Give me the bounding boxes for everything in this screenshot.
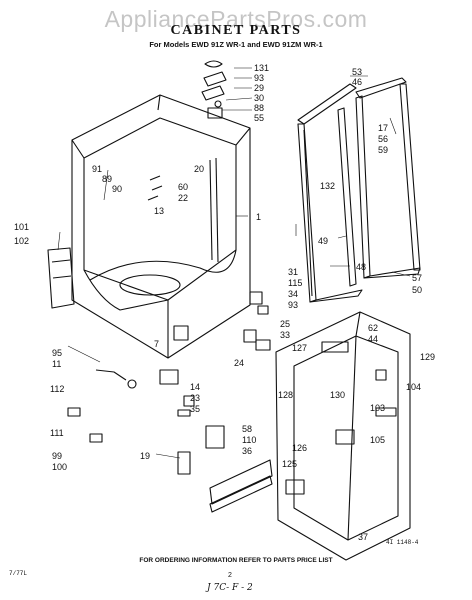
callout-37: 37 — [358, 532, 368, 542]
leader-lines — [57, 67, 411, 459]
callout-20: 20 — [194, 164, 204, 174]
callout-62: 62 — [368, 323, 378, 333]
callout-126: 126 — [292, 443, 307, 453]
callout-36: 36 — [242, 446, 252, 456]
callout-14: 14 — [190, 382, 200, 392]
callout-17: 17 — [378, 123, 388, 133]
callout-91: 91 — [92, 164, 102, 174]
callout-132: 132 — [320, 181, 335, 191]
callout-130: 130 — [330, 390, 345, 400]
cabinet-shell — [71, 94, 251, 359]
watermark: AppliancePartsPros.com — [104, 6, 368, 32]
callout-131: 131 — [254, 63, 269, 73]
callout-99: 99 — [52, 451, 62, 461]
page-title: CABINET PARTS — [170, 23, 302, 38]
callout-127: 127 — [292, 343, 307, 353]
callout-25: 25 — [280, 319, 290, 329]
callout-129: 129 — [420, 352, 435, 362]
callout-110: 110 — [242, 435, 256, 445]
callout-102: 102 — [14, 236, 29, 246]
callout-35: 35 — [190, 404, 200, 414]
callout-104: 104 — [406, 382, 421, 392]
callout-57: 57 — [412, 273, 422, 283]
callout-115: 115 — [288, 278, 302, 288]
callout-128: 128 — [278, 390, 293, 400]
callout-112: 112 — [50, 384, 64, 394]
handwritten-note: J 7C- F - 2 — [207, 583, 253, 593]
callout-88: 88 — [254, 103, 264, 113]
callout-1: 1 — [256, 212, 261, 222]
part-callouts: 131 93 29 30 88 55 53 46 17 56 59 91 89 … — [14, 63, 435, 542]
callout-95: 95 — [52, 348, 62, 358]
callout-125: 125 — [282, 459, 297, 469]
callout-93: 93 — [254, 73, 264, 83]
figure-code: 4I 1148-4 — [386, 539, 419, 546]
callout-53: 53 — [352, 67, 362, 77]
callout-49: 49 — [318, 236, 328, 246]
callout-100: 100 — [52, 462, 67, 472]
callout-103: 103 — [370, 403, 385, 413]
door-frame-left — [297, 83, 363, 303]
corner-code: 7/77L — [9, 570, 28, 577]
callout-34: 34 — [288, 289, 298, 299]
callout-89: 89 — [102, 174, 112, 184]
callout-59: 59 — [378, 145, 388, 155]
model-subtitle: For Models EWD 91Z WR-1 and EWD 91ZM WR-… — [149, 40, 323, 49]
page-number: 2 — [228, 572, 232, 579]
callout-29: 29 — [254, 83, 264, 93]
callout-48: 48 — [356, 262, 366, 272]
door-frame-right — [355, 77, 421, 279]
callout-24: 24 — [234, 358, 244, 368]
callout-22: 22 — [178, 193, 188, 203]
callout-33: 33 — [280, 330, 290, 340]
bottom-hardware — [67, 369, 273, 513]
ordering-footer: FOR ORDERING INFORMATION REFER TO PARTS … — [139, 557, 333, 564]
callout-90: 90 — [112, 184, 122, 194]
callout-58: 58 — [242, 424, 252, 434]
callout-105: 105 — [370, 435, 385, 445]
fresh-food-liner — [275, 311, 411, 561]
callout-23: 23 — [190, 393, 200, 403]
callout-44: 44 — [368, 334, 378, 344]
callout-101: 101 — [14, 222, 29, 232]
callout-55: 55 — [254, 113, 264, 123]
callout-50: 50 — [412, 285, 422, 295]
top-hinge-assembly — [201, 60, 227, 119]
callout-56: 56 — [378, 134, 388, 144]
callout-93b: 93 — [288, 300, 298, 310]
center-small-parts — [173, 291, 271, 351]
callout-60: 60 — [178, 182, 188, 192]
callout-19: 19 — [140, 451, 150, 461]
callout-46: 46 — [352, 77, 362, 87]
callout-30: 30 — [254, 93, 264, 103]
side-bracket — [47, 247, 75, 309]
callout-111: 111 — [50, 428, 64, 438]
callout-7: 7 — [154, 339, 159, 349]
callout-13: 13 — [154, 206, 164, 216]
callout-31: 31 — [288, 267, 298, 277]
callout-11: 11 — [52, 359, 61, 369]
